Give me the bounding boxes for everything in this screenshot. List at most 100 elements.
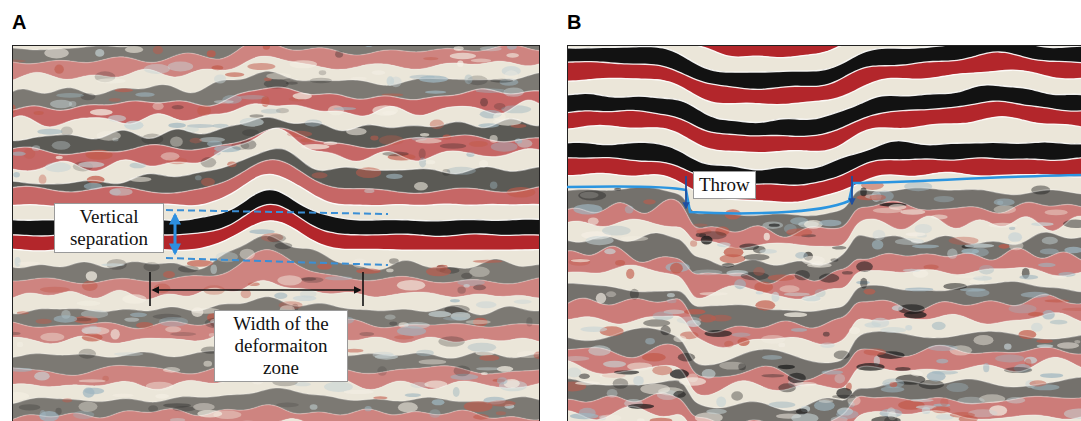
noise-patch	[370, 135, 378, 140]
noise-patch	[163, 403, 191, 407]
noise-patch	[207, 50, 216, 57]
noise-patch	[161, 152, 180, 160]
reflector-edge	[12, 405, 540, 421]
horizon-line	[567, 175, 1081, 213]
noise-patch	[801, 296, 821, 303]
noise-patch	[476, 301, 497, 308]
noise-patch	[588, 345, 611, 355]
noise-patch	[385, 315, 396, 320]
noise-patch	[526, 317, 532, 326]
noise-patch	[786, 228, 812, 236]
noise-patch	[17, 342, 23, 348]
dashed-guide	[166, 258, 388, 265]
noise-patch	[55, 408, 61, 415]
noise-patch	[453, 387, 460, 397]
reflector-edge	[567, 70, 1081, 104]
label-box: Throw	[693, 171, 756, 199]
noise-patch	[1062, 308, 1081, 311]
noise-patch	[479, 355, 499, 361]
noise-patch	[496, 411, 506, 415]
noise-patch	[153, 46, 163, 55]
noise-patch	[414, 182, 428, 190]
reflector-edge	[12, 45, 540, 64]
noise-patch	[170, 418, 186, 421]
noise-patch	[912, 244, 939, 248]
noise-patch	[168, 123, 186, 128]
noise-patch	[440, 143, 466, 149]
reflector-edge	[12, 419, 540, 421]
noise-patch	[249, 229, 274, 234]
noise-patch	[823, 332, 830, 337]
reflector-edge	[12, 149, 540, 185]
noise-patch	[420, 133, 429, 136]
noise-patch	[784, 292, 810, 296]
noise-patch	[52, 141, 71, 150]
noise-patch	[705, 330, 732, 337]
noise-patch	[124, 121, 143, 130]
noise-patch	[905, 232, 925, 236]
noise-patch	[1004, 343, 1012, 349]
noise-patch	[424, 381, 447, 388]
noise-patch	[87, 176, 105, 184]
throw-arrow	[685, 176, 687, 208]
noise-patch	[1040, 373, 1063, 378]
dimension-line	[153, 289, 360, 291]
noise-patch	[389, 321, 397, 325]
noise-patch	[791, 413, 818, 421]
noise-patch	[225, 72, 244, 77]
noise-patch	[832, 395, 856, 399]
noise-patch	[170, 332, 196, 336]
noise-patch	[276, 403, 299, 408]
reflector-edge	[567, 393, 1081, 421]
reflector-edge	[567, 246, 1081, 284]
noise-patch	[311, 172, 327, 178]
noise-patch	[873, 230, 886, 241]
noise-patch	[814, 400, 835, 411]
noise-patch	[213, 410, 241, 418]
noise-patch	[40, 333, 64, 342]
reflector-edge	[567, 357, 1081, 395]
noise-patch	[637, 418, 644, 421]
noise-patch	[108, 115, 126, 122]
noise-patch	[779, 285, 799, 292]
noise-patch	[1036, 339, 1053, 343]
noise-patch	[302, 277, 324, 283]
noise-patch	[319, 70, 327, 75]
noise-patch	[35, 319, 51, 324]
noise-patch	[567, 368, 581, 378]
noise-patch	[514, 300, 532, 304]
noise-patch	[189, 138, 201, 144]
noise-patch	[687, 374, 698, 383]
noise-patch	[819, 220, 841, 227]
noise-patch	[13, 172, 20, 177]
noise-patch	[193, 403, 215, 411]
noise-patch	[744, 254, 770, 261]
noise-patch	[932, 322, 946, 330]
noise-patch	[286, 82, 298, 85]
noise-patch	[1031, 323, 1043, 332]
noise-patch	[771, 292, 779, 302]
label-text: Throw	[699, 174, 750, 196]
noise-patch	[778, 343, 785, 348]
noise-patch	[78, 401, 97, 411]
label-box: Vertical separation	[54, 203, 164, 253]
noise-patch	[328, 105, 344, 115]
noise-patch	[699, 231, 727, 239]
noise-patch	[604, 249, 615, 255]
noise-patch	[466, 320, 491, 324]
noise-patch	[643, 199, 656, 204]
noise-patch	[567, 356, 589, 361]
noise-patch	[163, 271, 175, 278]
noise-patch	[78, 161, 104, 167]
noise-patch	[1042, 237, 1058, 245]
reflector-edge	[12, 128, 540, 155]
noise-patch	[153, 102, 164, 110]
noise-patch	[469, 141, 488, 147]
noise-patch	[768, 275, 795, 281]
noise-patch	[450, 53, 476, 59]
reflector-edge	[567, 45, 1081, 72]
noise-patch	[34, 111, 44, 115]
noise-patch	[79, 379, 106, 382]
noise-patch	[54, 65, 63, 74]
